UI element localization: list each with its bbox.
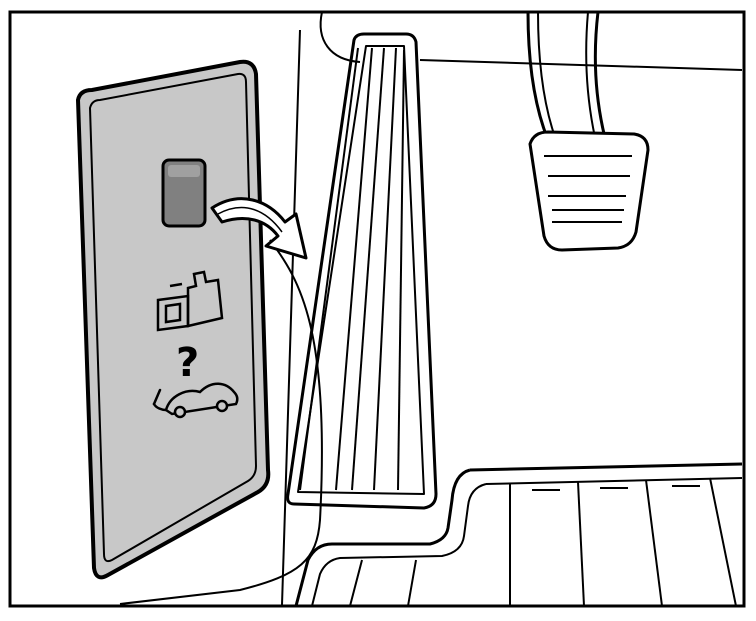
fuel-door-icon — [156, 270, 224, 332]
car-trunk-open-icon — [152, 382, 239, 419]
floor-mat — [294, 462, 743, 607]
curved-arrow-icon — [210, 197, 308, 260]
switch-panel — [75, 59, 271, 580]
release-button[interactable] — [161, 158, 207, 228]
footrest-pedal — [286, 32, 438, 510]
accelerator-pedal — [526, 11, 650, 252]
question-mark-icon: ? — [176, 340, 199, 386]
figure-frame — [8, 10, 746, 608]
